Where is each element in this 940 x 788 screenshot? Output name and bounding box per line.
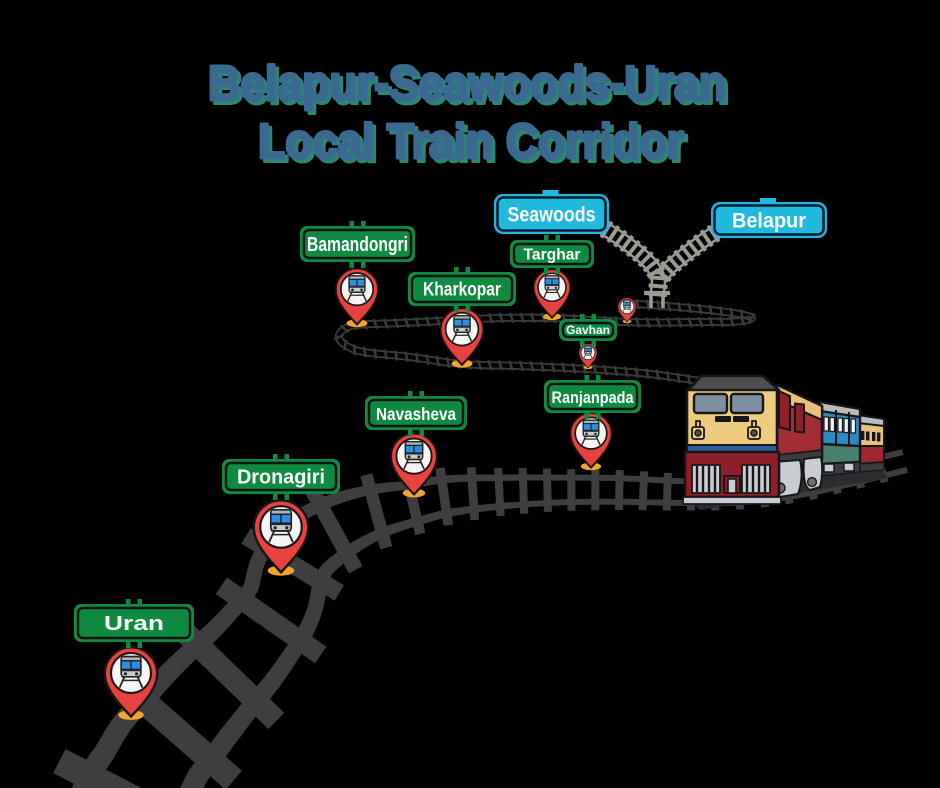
svg-text:Kharkopar: Kharkopar: [423, 280, 501, 301]
svg-text:Belapur: Belapur: [732, 210, 806, 233]
svg-text:Dronagiri: Dronagiri: [237, 467, 325, 489]
svg-text:Seawoods: Seawoods: [508, 204, 596, 227]
svg-text:Navasheva: Navasheva: [376, 404, 456, 424]
svg-text:Belapur-Seawoods-Uran: Belapur-Seawoods-Uran: [212, 61, 730, 115]
svg-text:Uran: Uran: [104, 613, 164, 635]
svg-text:Targhar: Targhar: [524, 247, 581, 264]
svg-text:Belapur-Seawoods-Uran: Belapur-Seawoods-Uran: [208, 57, 726, 111]
svg-text:Ranjanpada: Ranjanpada: [552, 388, 634, 407]
svg-text:Local Train Corridor: Local Train Corridor: [258, 115, 684, 169]
svg-text:Bamandongri: Bamandongri: [307, 234, 408, 256]
svg-text:Gavhan: Gavhan: [566, 325, 610, 337]
svg-text:Local Train Corridor: Local Train Corridor: [262, 119, 688, 173]
